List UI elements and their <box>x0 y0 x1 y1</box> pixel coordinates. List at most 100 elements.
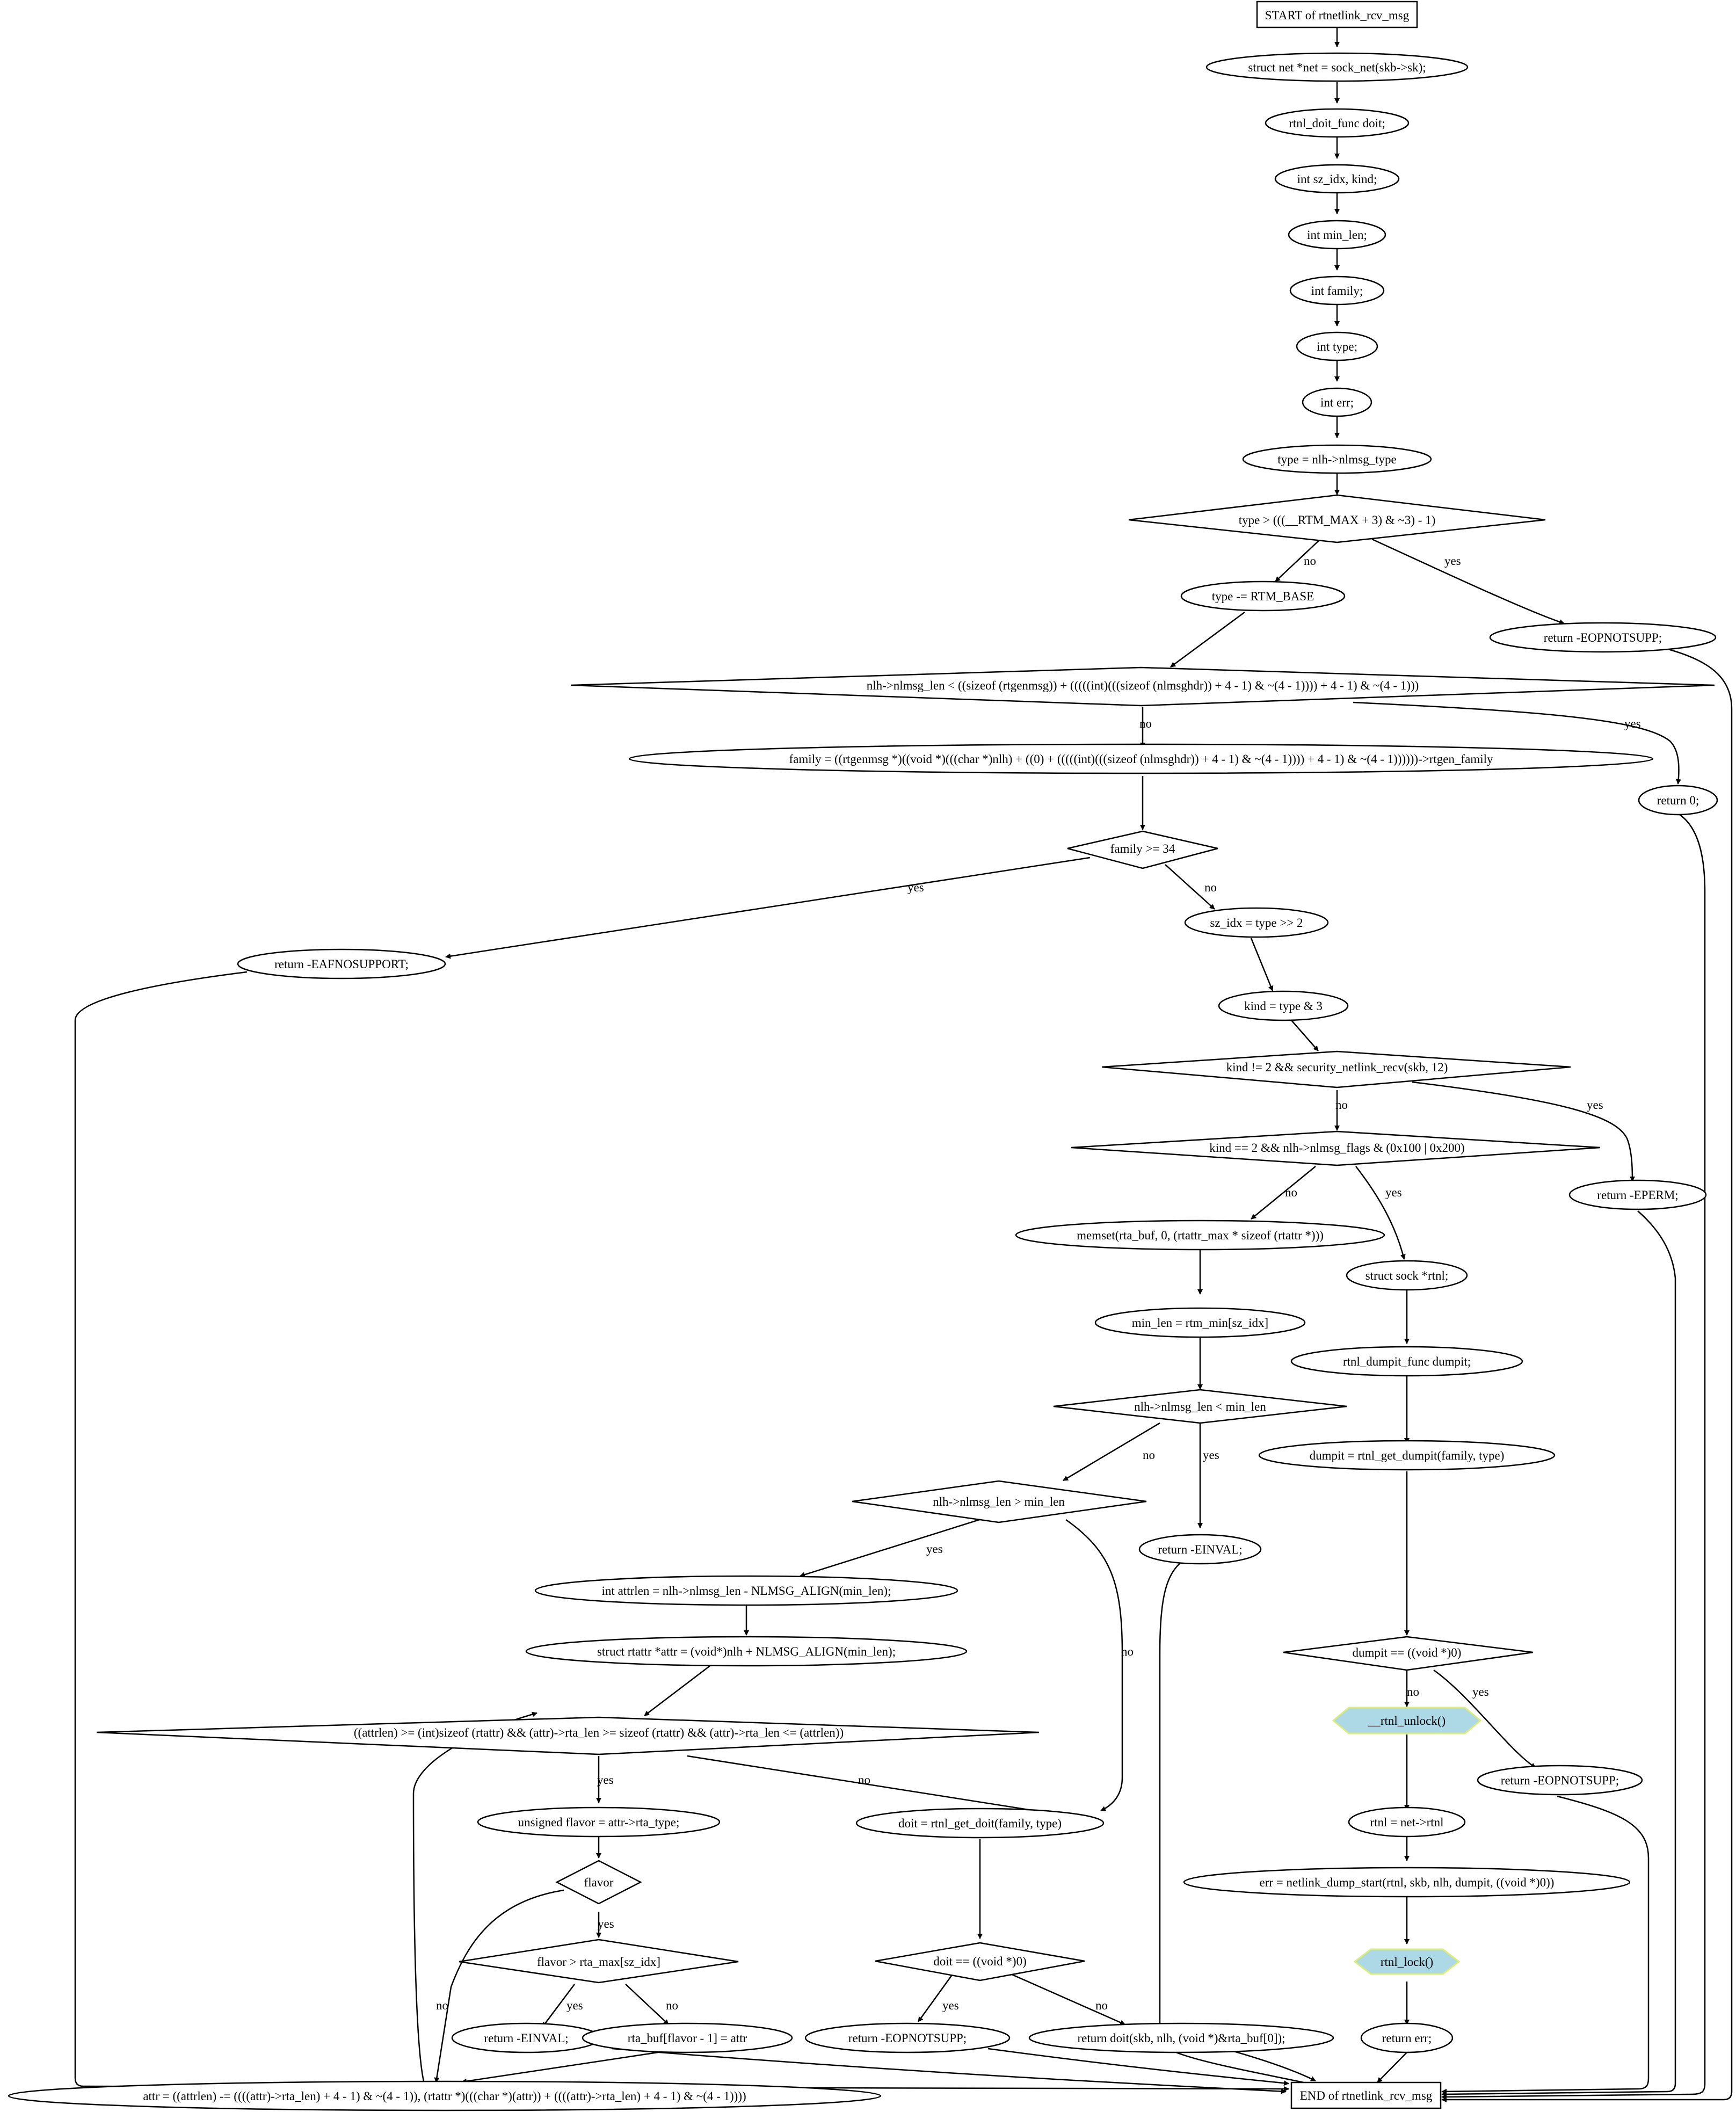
process-node-label: type -= RTM_BASE <box>1212 590 1314 603</box>
edge-label-yes: yes <box>1203 1448 1219 1462</box>
process-node <box>1180 580 1346 612</box>
process-node-label: int err; <box>1320 396 1354 409</box>
edge <box>1065 1519 1123 1812</box>
process-node-label: kind = type & 3 <box>1244 999 1323 1013</box>
decision-node-label: nlh->nlmsg_len < min_len <box>1134 1400 1266 1413</box>
return-node <box>804 2022 1011 2053</box>
start-node-box <box>1256 1 1418 28</box>
edge-label-no: no <box>1204 881 1217 894</box>
edge-label-yes: yes <box>942 1999 959 2012</box>
edge <box>1165 864 1215 910</box>
edge-label-no: no <box>1139 717 1152 730</box>
return-node <box>1568 1179 1707 1210</box>
edge-label-yes: yes <box>926 1542 943 1556</box>
process-node <box>1346 1260 1468 1291</box>
return-node <box>1638 785 1718 816</box>
decision-node <box>1053 1389 1347 1424</box>
nodes: START of rtnetlink_rcv_msg struct net *n… <box>8 1 1718 2111</box>
edge-labels: no yes no yes yes no no yes no yes no ye… <box>436 554 1641 2012</box>
hexagon-node-label: rtnl_lock() <box>1381 1955 1433 1969</box>
edge <box>1433 1669 1536 1769</box>
return-node-label: return doit(skb, nlh, (void *)&rta_buf[0… <box>1077 2031 1285 2045</box>
decision-node-label: nlh->nlmsg_len > min_len <box>933 1495 1065 1508</box>
edge-label-yes: yes <box>1444 554 1461 568</box>
edge-label-yes: yes <box>1472 1685 1489 1699</box>
return-node-label: return -EOPNOTSUPP; <box>1544 631 1662 644</box>
process-node-label: sz_idx = type >> 2 <box>1210 916 1303 930</box>
edge-label-no: no <box>858 1773 870 1787</box>
process-node-label: int type; <box>1317 340 1357 353</box>
edge-label-no: no <box>1407 1685 1419 1699</box>
process-node <box>1015 1220 1385 1251</box>
process-node <box>855 1808 1105 1839</box>
process-node-label: int sz_idx, kind; <box>1297 172 1377 186</box>
process-node-label: family = ((rtgenmsg *)((void *)(((char *… <box>789 752 1493 766</box>
return-node-label: return 0; <box>1657 794 1699 807</box>
edge-label-yes: yes <box>1624 717 1641 730</box>
edge <box>74 971 1289 2092</box>
process-node-label: int min_len; <box>1307 228 1367 242</box>
process-node <box>1290 1346 1523 1377</box>
edges <box>74 28 1733 2102</box>
process-node <box>534 1575 958 1606</box>
decision-node <box>852 1480 1147 1523</box>
process-node-label: struct sock *rtnl; <box>1365 1269 1449 1282</box>
edge <box>917 1973 954 2022</box>
edge <box>612 2048 1287 2094</box>
process-node <box>1302 387 1372 417</box>
return-node-label: return -EAFNOSUPPORT; <box>274 957 409 971</box>
edge <box>1412 1081 1635 1182</box>
edge <box>987 2048 1289 2086</box>
process-node <box>477 1806 721 1838</box>
edge <box>1159 1559 1321 2088</box>
edge <box>1291 1020 1319 1051</box>
edge <box>644 1664 712 1716</box>
process-node-label: doit = rtnl_get_doit(family, type) <box>898 1817 1062 1830</box>
edge <box>445 857 1091 959</box>
process-node-label: type = nlh->nlmsg_type <box>1277 453 1396 466</box>
decision-node <box>875 1942 1085 1982</box>
decision-node <box>1101 1050 1571 1088</box>
process-node-label: int attrlen = nlh->nlmsg_len - NLMSG_ALI… <box>602 1584 891 1598</box>
process-node <box>1205 52 1469 82</box>
edge <box>542 1984 575 2028</box>
edge <box>800 1516 989 1578</box>
decision-node-label: family >= 34 <box>1110 842 1175 855</box>
process-node <box>628 743 1654 774</box>
process-node-label: attr = ((attrlen) -= ((((attr)->rta_len)… <box>143 2089 746 2103</box>
process-node <box>1265 108 1410 138</box>
decision-node-label: ((attrlen) >= (int)sizeof (rtattr) && (a… <box>354 1726 844 1739</box>
process-node-label: min_len = rtm_min[sz_idx] <box>1132 1316 1268 1330</box>
edge-label-yes: yes <box>1385 1186 1402 1199</box>
process-node <box>525 1636 968 1667</box>
process-node <box>582 2022 793 2053</box>
process-node <box>1288 220 1386 250</box>
edge-label-no: no <box>666 1999 678 2012</box>
process-node-label: unsigned flavor = attr->rta_type; <box>518 1816 680 1829</box>
return-node-label: return err; <box>1382 2031 1432 2045</box>
edge-label-no: no <box>1095 1999 1108 2012</box>
decision-node-label: kind == 2 && nlh->nlmsg_flags & (0x100 |… <box>1209 1141 1464 1155</box>
edge-label-yes: yes <box>1587 1098 1603 1112</box>
edge <box>1441 812 1706 2100</box>
return-node-label: return -EOPNOTSUPP; <box>848 2031 967 2045</box>
process-node <box>1242 444 1432 474</box>
edge-label-yes: yes <box>907 881 924 894</box>
edge <box>1441 649 1733 2102</box>
edge <box>1009 1972 1125 2026</box>
return-node-label: return -EOPNOTSUPP; <box>1501 1774 1619 1787</box>
decision-node-label: doit == ((void *)0) <box>933 1955 1027 1968</box>
process-node-label: rtnl_dumpit_func dumpit; <box>1343 1355 1471 1368</box>
return-node <box>1028 2022 1334 2053</box>
decision-node <box>1067 830 1218 869</box>
return-node-label: return -EINVAL; <box>484 2031 568 2045</box>
hexagon-node <box>1353 1948 1461 1975</box>
edge <box>1170 611 1245 668</box>
edge <box>434 1889 564 2083</box>
decision-node-label: flavor > rta_max[sz_idx] <box>537 1955 660 1969</box>
edge <box>1371 538 1565 625</box>
process-node <box>1183 1867 1631 1898</box>
process-node-label: rtnl_doit_func doit; <box>1289 117 1385 130</box>
hexagon-node-label: __rtnl_unlock() <box>1368 1714 1446 1728</box>
